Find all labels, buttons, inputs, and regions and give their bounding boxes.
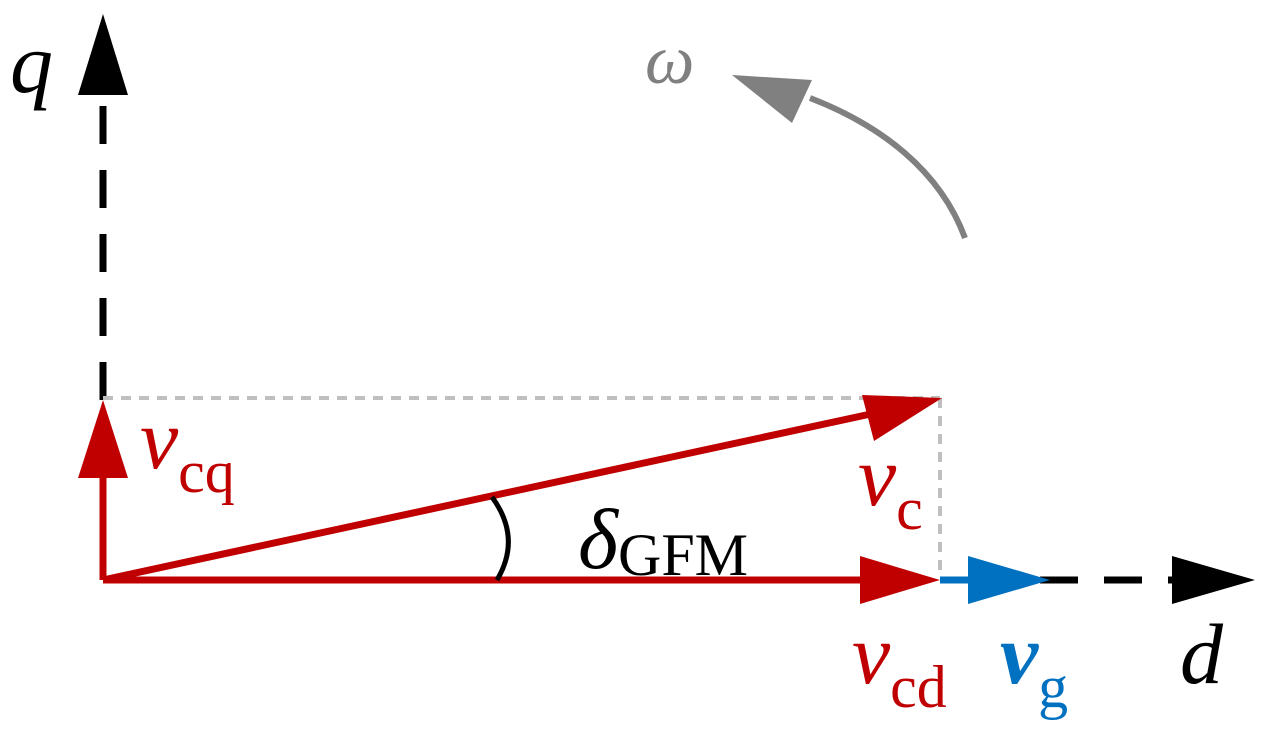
d-axis-label: d xyxy=(1180,606,1224,702)
vc-label: vc xyxy=(858,428,923,542)
rotation-arrow xyxy=(732,75,968,240)
vcq-label: vcq xyxy=(140,391,235,505)
vcq-arrowhead xyxy=(78,400,128,478)
vc-symbol: v xyxy=(858,428,897,524)
angle-arc xyxy=(489,495,511,582)
vcd-label: vcd xyxy=(852,606,947,720)
d-axis-arrowhead xyxy=(1172,556,1255,604)
vcq-vector xyxy=(78,400,128,580)
vc-arrowhead xyxy=(862,395,942,441)
vcd-vector xyxy=(103,556,940,604)
vcd-symbol: v xyxy=(852,606,891,702)
vcq-subscript: cq xyxy=(178,439,235,505)
delta-symbol: δ xyxy=(578,491,620,587)
omega-label: ω xyxy=(645,22,694,99)
vg-subscript: g xyxy=(1038,654,1068,720)
projection-lines xyxy=(103,396,942,578)
q-axis-label: q xyxy=(10,15,53,111)
delta-gfm-label: δGFM xyxy=(578,491,748,588)
rotation-arrowhead xyxy=(732,75,812,123)
vg-arrowhead xyxy=(968,556,1050,604)
vcd-arrowhead xyxy=(860,556,940,604)
q-axis-arrowhead xyxy=(78,14,128,95)
delta-subscript: GFM xyxy=(618,522,748,588)
vc-vector xyxy=(102,395,942,584)
rotation-arc xyxy=(808,95,968,240)
vcd-subscript: cd xyxy=(890,654,947,720)
vc-subscript: c xyxy=(896,476,923,542)
dq-axes xyxy=(78,14,1255,604)
vg-vector xyxy=(940,556,1050,604)
vg-symbol: v xyxy=(1000,606,1039,702)
vcq-symbol: v xyxy=(140,391,179,487)
vg-label: vg xyxy=(1000,606,1068,720)
vc-shaft xyxy=(102,408,881,584)
